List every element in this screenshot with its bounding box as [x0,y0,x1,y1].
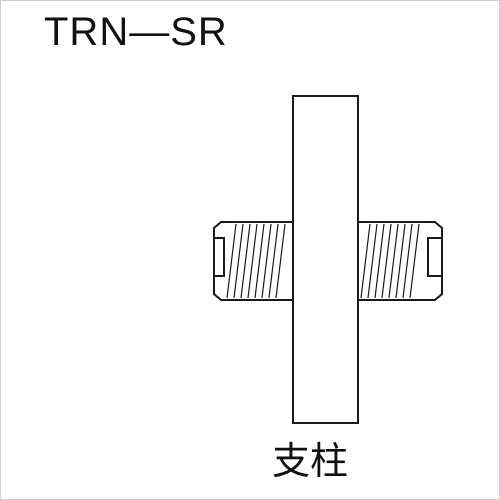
thread-lines-right [360,223,420,299]
post-label: 支柱 [272,439,349,483]
thread-line-left [254,223,265,299]
thread-line-right [367,223,378,299]
thread-line-right [402,223,413,299]
shaft-end-slot-left [213,237,225,277]
thread-line-left [268,223,279,299]
thread-line-left [233,223,244,299]
threaded-shaft-right [357,221,443,301]
thread-line-right [360,223,371,299]
thread-lines-left [226,223,286,299]
thread-line-left [247,223,258,299]
thread-line-left [240,223,251,299]
thread-line-right [374,223,385,299]
support-post [292,95,359,424]
diagram-title: TRN—SR [44,10,228,54]
thread-outline-left [213,221,295,301]
thread-line-left [275,223,286,299]
thread-line-left [226,223,237,299]
thread-line-right [381,223,392,299]
thread-line-left [261,223,272,299]
shaft-end-slot-right [427,237,443,277]
threaded-shaft-left [213,221,295,301]
thread-line-right [395,223,406,299]
thread-line-right [388,223,399,299]
thread-line-right [409,223,420,299]
